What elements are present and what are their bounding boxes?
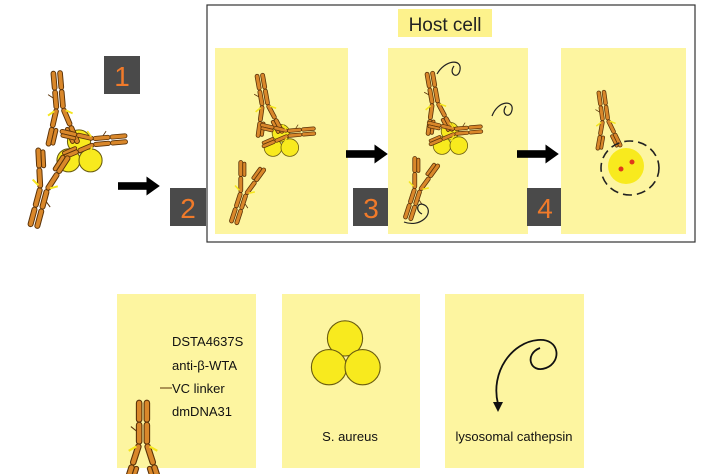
legend-antibody-name: DSTA4637S: [172, 334, 244, 349]
step-4-badge: 4: [527, 188, 563, 226]
cathepsin-squiggle: [403, 203, 429, 224]
step-1-badge: 1: [104, 56, 140, 94]
host-panel-binding: [215, 48, 348, 234]
step-3-badge: 3: [353, 188, 389, 226]
svg-text:1: 1: [114, 61, 130, 92]
svg-text:2: 2: [180, 193, 196, 224]
legend-antibody-target: anti-β-WTA: [172, 358, 237, 373]
svg-text:3: 3: [363, 193, 379, 224]
payload-dot: [618, 166, 624, 172]
legend-antibody-panel: DSTA4637S anti-β-WTA VC linker dmDNA31: [117, 294, 256, 474]
legend-enzyme-panel: lysosomal cathepsin: [445, 294, 584, 468]
legend-bacteria-panel: S. aureus: [282, 294, 420, 468]
legend-bacteria-label: S. aureus: [322, 429, 378, 444]
step-2-badge: 2: [170, 188, 206, 226]
legend-linker: VC linker: [172, 381, 225, 396]
antibody-bottom: [14, 144, 73, 234]
cathepsin-squiggle: [436, 61, 461, 76]
legend-bacteria-icon: [310, 320, 381, 386]
killed-bacterium: [608, 148, 644, 184]
svg-text:4: 4: [537, 193, 553, 224]
lysosome-outline: [600, 140, 660, 196]
host-cell-label: Host cell: [409, 15, 482, 36]
legend-enzyme-label: lysosomal cathepsin: [455, 429, 572, 444]
host-panel-release: [561, 48, 686, 234]
payload-dot: [629, 159, 635, 165]
legend-payload: dmDNA31: [172, 404, 232, 419]
cathepsin-squiggle: [491, 102, 513, 117]
arrow-1: [118, 176, 160, 196]
legend-cathepsin-icon: [495, 339, 558, 405]
host-panel-cleavage: [388, 48, 528, 234]
